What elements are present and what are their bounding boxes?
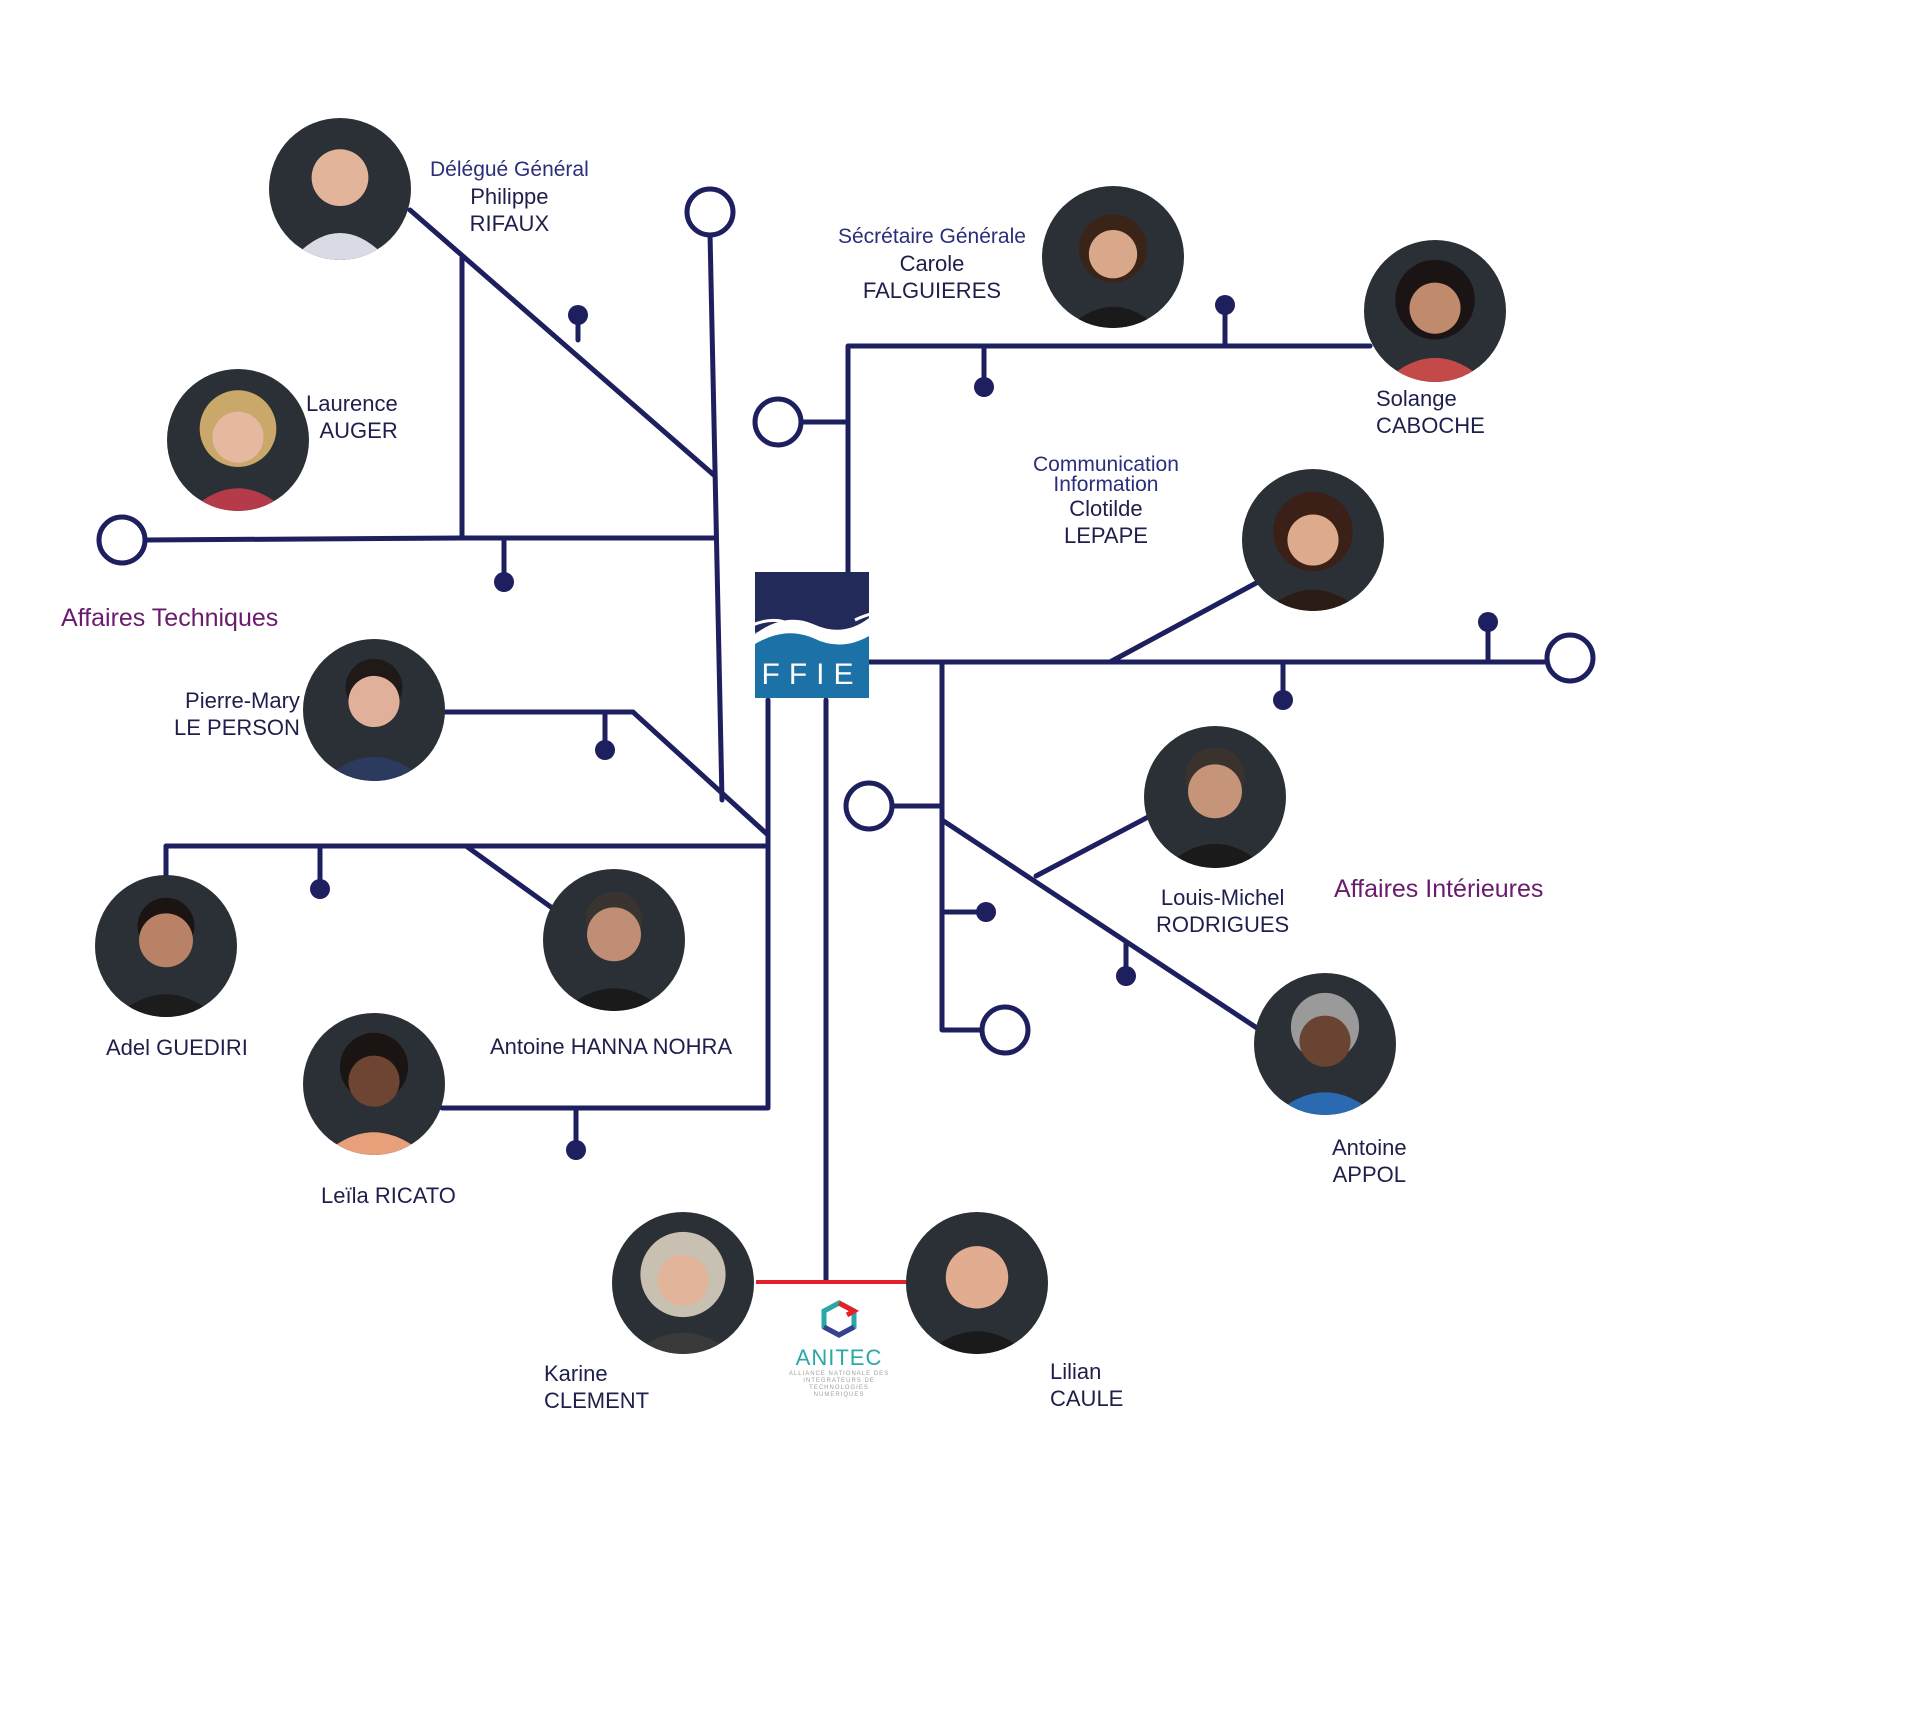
portrait-clement: [612, 1212, 754, 1354]
first-auger: Laurence: [306, 391, 398, 416]
last-lepape: LEPAPE: [1063, 523, 1148, 548]
role-lepape-1: Communication: [1033, 453, 1179, 476]
label-rifaux: Délégué Général Philippe RIFAUX: [430, 156, 589, 237]
ffie-text: FFIE: [762, 658, 863, 691]
dot-node: [1273, 690, 1293, 710]
first-appol: Antoine: [1332, 1135, 1407, 1160]
name-guediri: Adel GUEDIRI: [106, 1035, 248, 1060]
last-caule: CAULE: [1050, 1386, 1124, 1411]
label-guediri: Adel GUEDIRI: [106, 1034, 248, 1061]
anitec-logo: ANITEC ALLIANCE NATIONALE DES INTEGRATEU…: [784, 1300, 894, 1398]
label-leperson: Pierre-Mary LE PERSON: [174, 687, 300, 741]
last-clement: CLEMENT: [544, 1388, 650, 1413]
portrait-leperson: [303, 639, 445, 781]
first-rodrigues: Louis-Michel: [1160, 885, 1285, 910]
label-caboche: Solange CABOCHE: [1376, 385, 1485, 439]
open-circle-node: [843, 780, 895, 832]
portrait-falguieres: [1042, 186, 1184, 328]
first-clement: Karine: [544, 1361, 608, 1386]
anitec-word: ANITEC: [795, 1345, 883, 1370]
portrait-ricato: [303, 1013, 445, 1155]
dot-node: [310, 879, 330, 899]
role-lepape-2: Information: [1053, 473, 1159, 496]
portrait-rodrigues: [1144, 726, 1286, 868]
first-caboche: Solange: [1376, 386, 1457, 411]
dot-node: [1478, 612, 1498, 632]
first-rifaux: Philippe: [470, 184, 549, 209]
last-rodrigues: RODRIGUES: [1156, 912, 1290, 937]
portrait-lepape: [1242, 469, 1384, 611]
portrait-guediri: [95, 875, 237, 1017]
dot-node: [566, 1140, 586, 1160]
last-auger: AUGER: [319, 418, 398, 443]
portrait-hanna-nohra: [543, 869, 685, 1011]
dot-node: [1116, 966, 1136, 986]
dot-node: [1215, 295, 1235, 315]
dept-affaires-techniques: Affaires Techniques: [61, 604, 279, 632]
first-caule: Lilian: [1050, 1359, 1102, 1384]
last-caboche: CABOCHE: [1376, 413, 1485, 438]
role-falguieres: Sécrétaire Générale: [838, 225, 1026, 248]
label-lepape: Communication Information Clotilde LEPAP…: [1033, 453, 1179, 549]
open-circle-node: [1544, 632, 1596, 684]
name-ricato: Leïla RICATO: [321, 1183, 456, 1208]
label-rodrigues: Louis-Michel RODRIGUES: [1156, 884, 1289, 938]
first-lepape: Clotilde: [1069, 496, 1143, 521]
label-falguieres: Sécrétaire Générale Carole FALGUIERES: [838, 223, 1026, 304]
open-circle-node: [96, 514, 148, 566]
open-circle-node: [684, 186, 736, 238]
anitec-hex-icon: [821, 1300, 860, 1338]
dept-affaires-interieures: Affaires Intérieures: [1334, 875, 1544, 903]
portrait-rifaux: [269, 118, 411, 260]
name-hanna-nohra: Antoine HANNA NOHRA: [490, 1034, 733, 1059]
dot-node: [595, 740, 615, 760]
label-appol: Antoine APPOL: [1332, 1134, 1407, 1188]
label-ricato: Leïla RICATO: [321, 1182, 456, 1209]
portrait-caboche: [1364, 240, 1506, 382]
dot-node: [976, 902, 996, 922]
open-circle-node: [979, 1004, 1031, 1056]
dot-node: [974, 377, 994, 397]
portrait-appol: [1254, 973, 1396, 1115]
label-hanna-nohra: Antoine HANNA NOHRA: [490, 1033, 732, 1060]
dot-node: [494, 572, 514, 592]
label-clement: Karine CLEMENT: [544, 1360, 649, 1414]
dot-node: [568, 305, 588, 325]
portrait-auger: [167, 369, 309, 511]
last-falguieres: FALGUIERES: [862, 278, 1002, 303]
first-leperson: Pierre-Mary: [185, 688, 300, 713]
last-rifaux: RIFAUX: [469, 211, 550, 236]
first-falguieres: Carole: [899, 251, 965, 276]
anitec-tagline: ALLIANCE NATIONALE DES INTEGRATEURS DE T…: [788, 1371, 890, 1398]
portrait-caule: [906, 1212, 1048, 1354]
open-circle-node: [752, 396, 804, 448]
role-rifaux: Délégué Général: [430, 158, 589, 181]
last-leperson: LE PERSON: [174, 715, 300, 740]
ffie-logo: FFIE: [738, 572, 888, 698]
label-caule: Lilian CAULE: [1050, 1358, 1123, 1412]
last-appol: APPOL: [1332, 1162, 1406, 1187]
label-auger: Laurence AUGER: [306, 390, 398, 444]
